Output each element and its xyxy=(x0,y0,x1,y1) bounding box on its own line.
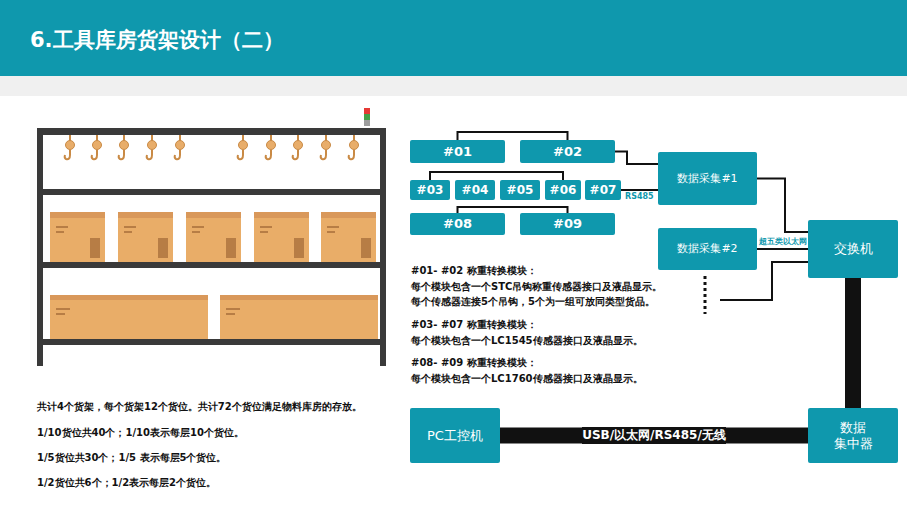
module-box: #07 xyxy=(585,180,621,200)
node-text: #05 xyxy=(507,183,534,197)
node-text: #03 xyxy=(417,183,444,197)
note-text: 每个传感器连接5个吊钩，5个为一组可放同类型货品。 xyxy=(411,295,655,309)
note-text: 共计4个货架，每个货架12个货位。共计72个货位满足物料库房的存放。 xyxy=(37,400,362,414)
node-text: #04 xyxy=(462,183,489,197)
connector-line xyxy=(615,152,658,165)
note-text: 每个模块包含一个LC1545传感器接口及液晶显示。 xyxy=(411,334,643,348)
module-box: #06 xyxy=(545,180,581,200)
note-text: 每个模块包含一个STC吊钩称重传感器接口及液晶显示。 xyxy=(411,280,662,294)
connector-line xyxy=(500,428,808,444)
module-box: #02 xyxy=(520,140,615,163)
node-text: #09 xyxy=(553,216,582,232)
edge-label: RS485 xyxy=(625,192,654,201)
note-text: #03- #07 称重转换模块： xyxy=(411,318,537,332)
note-text: 1/2货位共6个；1/2表示每层2个货位。 xyxy=(37,476,216,490)
module-box: #08 xyxy=(410,213,505,235)
module-box: 交换机 xyxy=(808,220,898,278)
note-text: #08- #09 称重转换模块： xyxy=(411,356,537,370)
edge-label: 超五类以太网 xyxy=(759,236,807,247)
module-box: 数据采集#1 xyxy=(658,152,757,205)
node-text: #07 xyxy=(590,183,617,197)
connector-line xyxy=(845,278,861,408)
connector-line xyxy=(430,172,563,180)
module-box: #04 xyxy=(455,180,495,200)
node-text: 交换机 xyxy=(834,241,873,257)
module-box: PC工控机 xyxy=(410,408,500,463)
module-box: #03 xyxy=(410,180,450,200)
edge-label: USB/以太网/RS485/无线 xyxy=(582,427,726,444)
node-text: #06 xyxy=(550,183,577,197)
page-title: 6.工具库房货架设计（二） xyxy=(30,26,284,54)
grey-band xyxy=(0,76,907,96)
node-text: #08 xyxy=(443,216,472,232)
connector-line xyxy=(458,132,568,140)
module-box: 数据 集中器 xyxy=(808,408,898,463)
node-text: 数据 集中器 xyxy=(832,420,874,451)
node-text: 数据采集#1 xyxy=(677,172,737,185)
note-text: 1/10货位共40个；1/10表示每层10个货位。 xyxy=(37,426,244,440)
note-text: 1/5货位共30个；1/5 表示每层5个货位。 xyxy=(37,451,227,465)
connector-line xyxy=(757,248,808,250)
module-box: #09 xyxy=(520,213,615,235)
node-text: #02 xyxy=(553,144,582,160)
connector-line xyxy=(757,179,808,233)
module-box: 数据采集#2 xyxy=(658,228,757,270)
node-text: PC工控机 xyxy=(427,428,483,444)
note-text: 每个模块包含一个LC1760传感器接口及液晶显示。 xyxy=(411,372,643,386)
module-box: #05 xyxy=(500,180,540,200)
module-box: #01 xyxy=(410,140,505,163)
note-text: #01- #02 称重转换模块： xyxy=(411,264,537,278)
node-text: #01 xyxy=(443,144,472,160)
node-text: 数据采集#2 xyxy=(677,242,737,255)
connector-line xyxy=(621,189,658,191)
